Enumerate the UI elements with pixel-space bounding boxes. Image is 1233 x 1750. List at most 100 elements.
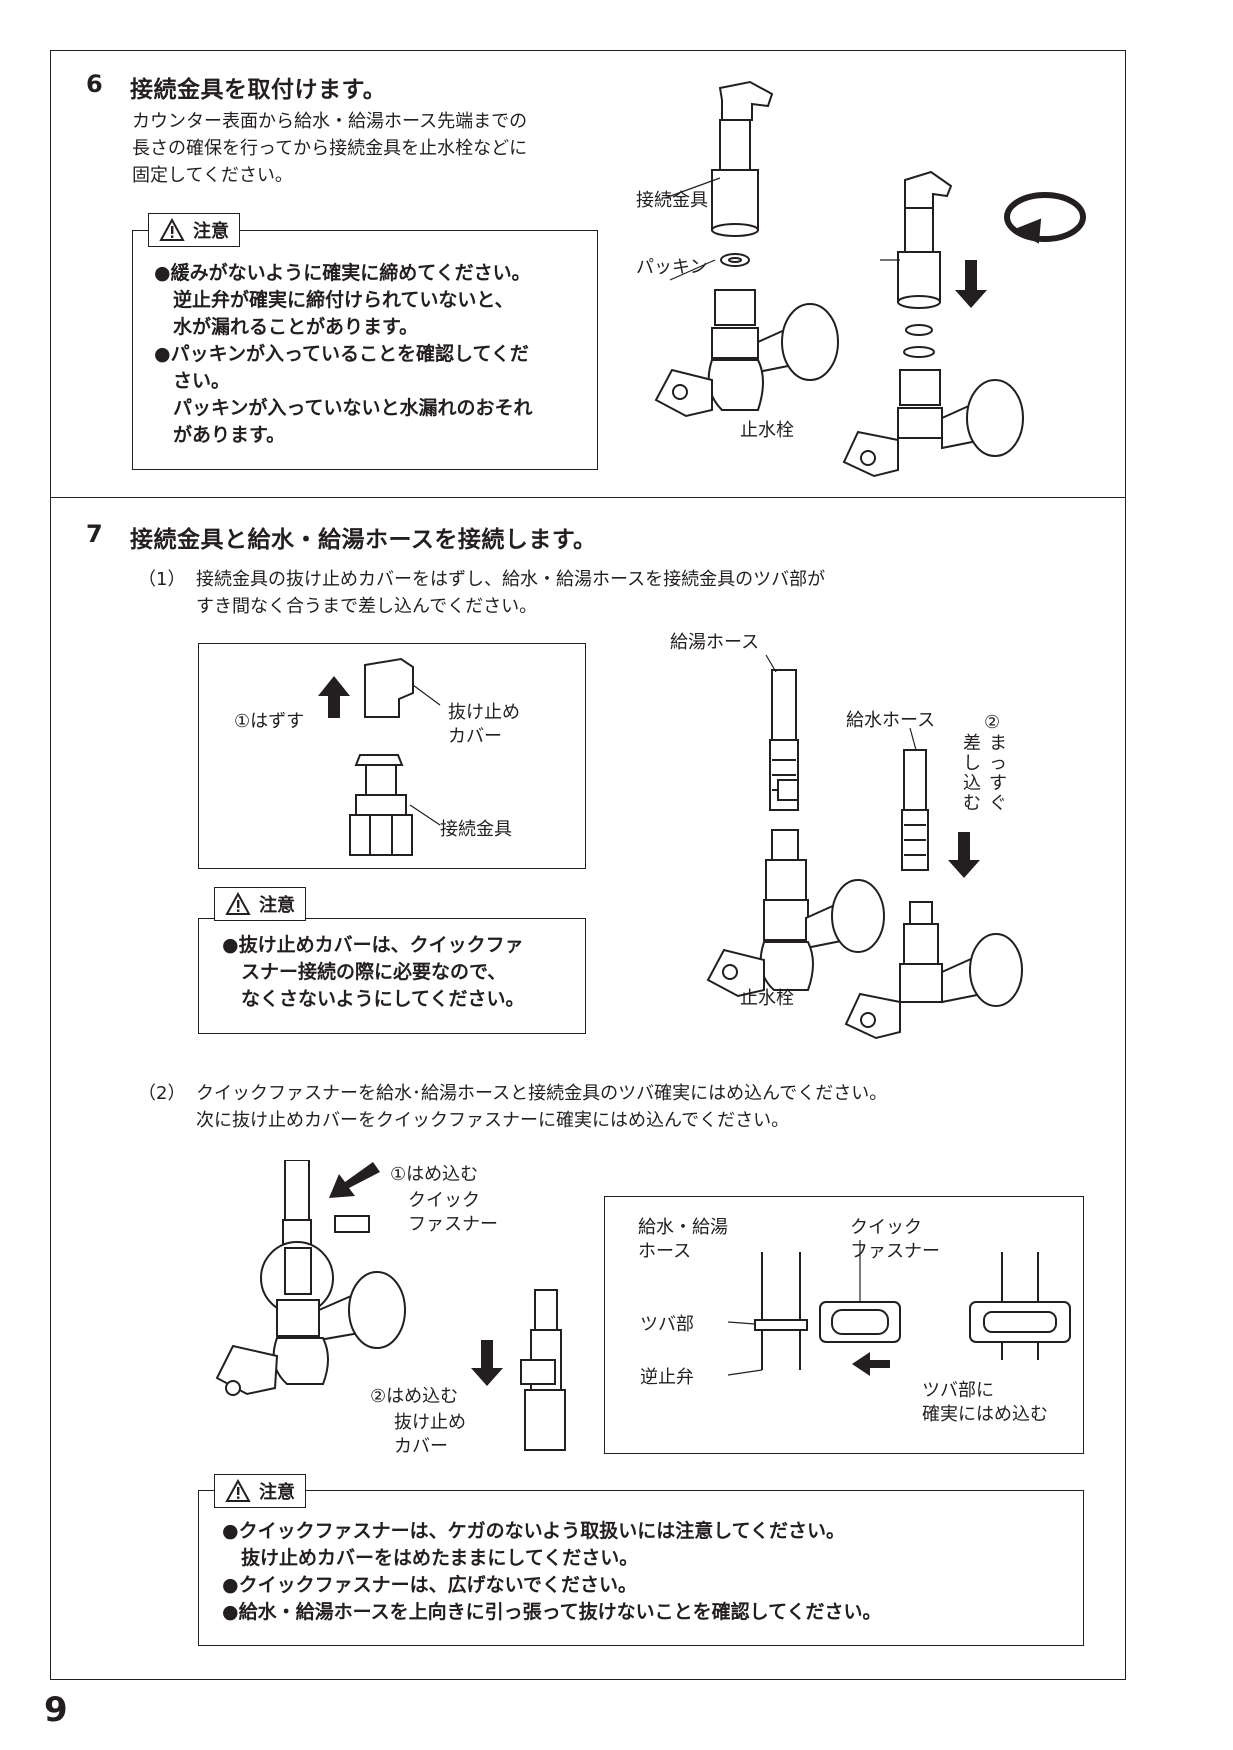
sub1-caution-tab: 注意 [214, 887, 306, 921]
up-arrow-icon [318, 676, 350, 718]
warning-icon [159, 218, 185, 241]
sub1-caution-list: ●抜け止めカバーは、クイックファ スナー接続の際に必要なので、 なくさないように… [222, 932, 524, 1013]
caution-line: パッキンが入っていないと水漏れのおそれ [154, 397, 533, 419]
label-flange: ツバ部 [640, 1314, 694, 1335]
body-line: 接続金具の抜け止めカバーをはずし、給水・給湯ホースを接続金具のツバ部が [196, 569, 826, 590]
cover-drawing [364, 657, 414, 718]
sub2-caution-box [198, 1490, 1084, 1646]
step6-number: 6 [86, 70, 103, 98]
label-fit-1: ツバ部に [922, 1380, 994, 1401]
caution-line: があります。 [154, 424, 286, 446]
caution-line: 抜け止めカバーをはめたままにしてください。 [222, 1547, 639, 1569]
caution-line: 逆止弁が確実に締付けられていないと、 [154, 289, 514, 311]
sub1-marker: （1） [138, 569, 186, 590]
caution-label: 注意 [259, 895, 295, 916]
label-qf-1: クイック [850, 1217, 922, 1238]
label-packing: パッキン [636, 257, 708, 278]
step6-caution-list: ●緩みがないように確実に締めてください。 逆止弁が確実に締付けられていないと、 … [154, 260, 532, 449]
page-number: 9 [44, 1690, 68, 1730]
sub1-caution-box [198, 918, 586, 1034]
label-qf-1: クイック [408, 1190, 480, 1211]
vertical-char: し [963, 753, 981, 774]
step6-title: 接続金具を取付けます。 [130, 77, 387, 103]
label-straight-vertical: まっすぐ [988, 734, 1008, 814]
vertical-char: す [989, 773, 1007, 794]
sub2-marker: （2） [138, 1083, 186, 1104]
label-cover-1: 抜け止め [394, 1412, 466, 1433]
rotate-arrow-icon [1004, 192, 1086, 244]
label-qf-2: ファスナー [408, 1214, 498, 1235]
caution-line: なくさないようにしてください。 [222, 988, 525, 1010]
vertical-char: む [963, 793, 981, 814]
caution-line: ●パッキンが入っていることを確認してくだ [154, 343, 529, 365]
body-line: すき間なく合うまで差し込んでください。 [196, 596, 538, 617]
label-cold-hose: 給水ホース [846, 710, 936, 731]
body-line: 長さの確保を行ってから接続金具を止水栓などに [132, 138, 528, 159]
body-line: カウンター表面から給水・給湯ホース先端までの [132, 111, 528, 132]
fastener-detail-illustration [727, 1240, 1071, 1376]
body-line: 次に抜け止めカバーをクイックファスナーに確実にはめ込んでください。 [196, 1110, 790, 1131]
step6-caution-box [132, 230, 598, 470]
label-hose-1: 給水・給湯 [638, 1217, 728, 1238]
warning-icon [225, 892, 251, 915]
label-fitting: 接続金具 [440, 819, 512, 840]
label-check-valve: 逆止弁 [640, 1367, 694, 1388]
warning-icon [225, 1479, 251, 1502]
insert-arrow-icon [329, 1162, 380, 1198]
valve-left-drawing [654, 80, 839, 418]
sub2-caution-list: ●クイックファスナーは、ケガのないよう取扱いには注意してください。 抜け止めカバ… [222, 1518, 882, 1626]
section-divider [50, 497, 1126, 498]
vertical-char: 差 [963, 733, 981, 754]
flange-drawing [754, 1319, 808, 1331]
label-valve: 止水栓 [740, 988, 794, 1009]
caution-label: 注意 [193, 221, 229, 242]
quick-fastener-drawing [334, 1215, 370, 1233]
step6-illustration [654, 80, 1086, 478]
hose-insertion-illustration [706, 654, 1023, 1040]
label-cover-2: カバー [394, 1436, 448, 1457]
caution-line: 水が漏れることがあります。 [154, 316, 419, 338]
label-insert-vertical: 差し込む [962, 734, 982, 814]
label-fitting: 接続金具 [636, 190, 708, 211]
fitting-illustration [349, 657, 441, 856]
down-arrow-icon [955, 260, 987, 308]
vertical-char: ま [989, 733, 1007, 754]
vertical-char: 込 [963, 773, 981, 794]
step6-body: カウンター表面から給水・給湯ホース先端までの 長さの確保を行ってから接続金具を止… [132, 108, 527, 189]
caution-line: ●抜け止めカバーは、クイックファ [222, 934, 524, 956]
step7-title: 接続金具と給水・給湯ホースを接続します。 [130, 527, 597, 553]
page-frame [50, 50, 1126, 1680]
label-hose-2: ホース [638, 1241, 692, 1262]
label-cover-2: カバー [448, 726, 502, 747]
caution-line: さい。 [154, 370, 231, 392]
insert-arrow-icon [852, 1352, 890, 1376]
label-insert-1: ①はめ込む [390, 1164, 479, 1185]
valve-right-drawing [842, 170, 1024, 478]
label-cover-1: 抜け止め [448, 702, 520, 723]
label-fit-2: 確実にはめ込む [922, 1404, 1048, 1425]
label-hot-hose: 給湯ホース [670, 632, 760, 653]
caution-line: ●緩みがないように確実に締めてください。 [154, 262, 531, 284]
label-qf-2: ファスナー [850, 1241, 940, 1262]
sub2-text: クイックファスナーを給水･給湯ホースと接続金具のツバ確実にはめ込んでください。 … [196, 1080, 887, 1134]
label-remove: ①はずす [234, 711, 305, 732]
caution-label: 注意 [259, 1482, 295, 1503]
label-valve: 止水栓 [740, 420, 794, 441]
body-line: クイックファスナーを給水･給湯ホースと接続金具のツバ確実にはめ込んでください。 [196, 1083, 888, 1104]
body-line: 固定してください。 [132, 165, 293, 186]
sub2-caution-tab: 注意 [214, 1474, 306, 1508]
caution-line: ●クイックファスナーは、広げないでください。 [222, 1574, 638, 1596]
quick-fastener-illustration [215, 1160, 566, 1451]
caution-line: ●給水・給湯ホースを上向きに引っ張って抜けないことを確認してください。 [222, 1601, 882, 1623]
label-step2-circled: ② [984, 712, 1001, 733]
step6-caution-tab: 注意 [148, 213, 240, 247]
sub1-text: 接続金具の抜け止めカバーをはずし、給水・給湯ホースを接続金具のツバ部が すき間な… [196, 566, 825, 620]
vertical-char: っ [989, 753, 1007, 774]
label-insert-2: ②はめ込む [370, 1386, 459, 1407]
down-arrow-icon [948, 832, 980, 878]
vertical-char: ぐ [989, 793, 1007, 814]
caution-line: ●クイックファスナーは、ケガのないよう取扱いには注意してください。 [222, 1520, 846, 1542]
caution-line: スナー接続の際に必要なので、 [222, 961, 507, 983]
down-arrow-icon [471, 1340, 503, 1386]
step7-number: 7 [86, 520, 103, 548]
